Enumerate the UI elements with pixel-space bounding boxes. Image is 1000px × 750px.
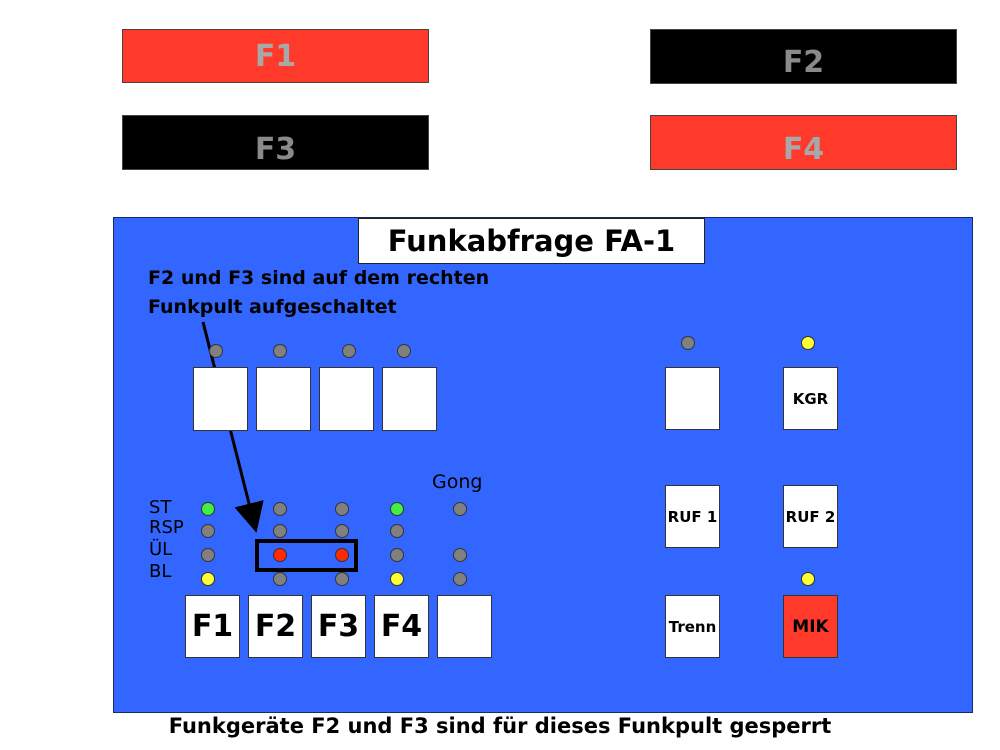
led-f3-rsp [335,524,349,538]
status-bar-f4: F4 [650,115,957,170]
channel-key-f4[interactable]: F4 [374,595,429,658]
led-f1-ul [201,548,215,562]
mik-key[interactable]: MIK [783,595,838,658]
status-bar-f3: F3 [122,115,429,170]
led-gong-st [453,502,467,516]
status-bar-f4-label: F4 [782,132,825,167]
status-bar-f1: F1 [122,29,429,83]
annotation-line-1: F2 und F3 sind auf dem rechten [148,267,490,289]
trenn-key[interactable]: Trenn [665,595,720,658]
blank-key-4[interactable] [382,367,437,431]
led-f2-bl [273,572,287,586]
led-top-2 [273,344,287,358]
gong-label: Gong [432,471,483,493]
status-bar-f1-label: F1 [254,38,297,74]
row-label-rsp: RSP [149,517,184,538]
blank-key-2[interactable] [256,367,311,431]
footer-caption: Funkgeräte F2 und F3 sind für dieses Fun… [168,714,832,738]
led-f2-ul [273,548,287,562]
row-label-bl: BL [149,561,172,582]
led-f1-bl [201,572,215,586]
channel-key-f1[interactable]: F1 [185,595,240,658]
console-title: Funkabfrage FA-1 [358,218,705,264]
kgr-key[interactable]: KGR [783,367,838,430]
led-f3-ul [335,548,349,562]
led-f4-bl [390,572,404,586]
led-f3-st [335,502,349,516]
status-bar-f2: F2 [650,29,957,84]
led-top-3 [342,344,356,358]
led-top-4 [397,344,411,358]
led-mik [801,572,815,586]
led-f3-bl [335,572,349,586]
ruf1-key[interactable]: RUF 1 [665,485,720,548]
led-f2-st [273,502,287,516]
blank-key-1[interactable] [193,367,248,431]
channel-key-f3[interactable]: F3 [311,595,366,658]
status-bar-f3-label: F3 [254,132,297,167]
led-gong-bl [453,572,467,586]
row-label-ul: ÜL [149,539,173,560]
led-right-top-1 [681,336,695,350]
annotation-line-2: Funkpult aufgeschaltet [148,296,397,318]
led-top-1 [209,344,223,358]
ruf2-key[interactable]: RUF 2 [783,485,838,548]
led-f2-rsp [273,524,287,538]
led-f4-ul [390,548,404,562]
led-f4-rsp [390,524,404,538]
highlight-box [255,539,358,572]
status-bar-f2-label: F2 [782,45,825,80]
led-f1-rsp [201,524,215,538]
led-f1-st [201,502,215,516]
led-f4-st [390,502,404,516]
led-gong-ul [453,548,467,562]
row-label-st: ST [149,497,172,518]
channel-key-f2[interactable]: F2 [248,595,303,658]
led-kgr [801,336,815,350]
blank-key-right[interactable] [665,367,720,430]
gong-key[interactable] [437,595,492,658]
blank-key-3[interactable] [319,367,374,431]
